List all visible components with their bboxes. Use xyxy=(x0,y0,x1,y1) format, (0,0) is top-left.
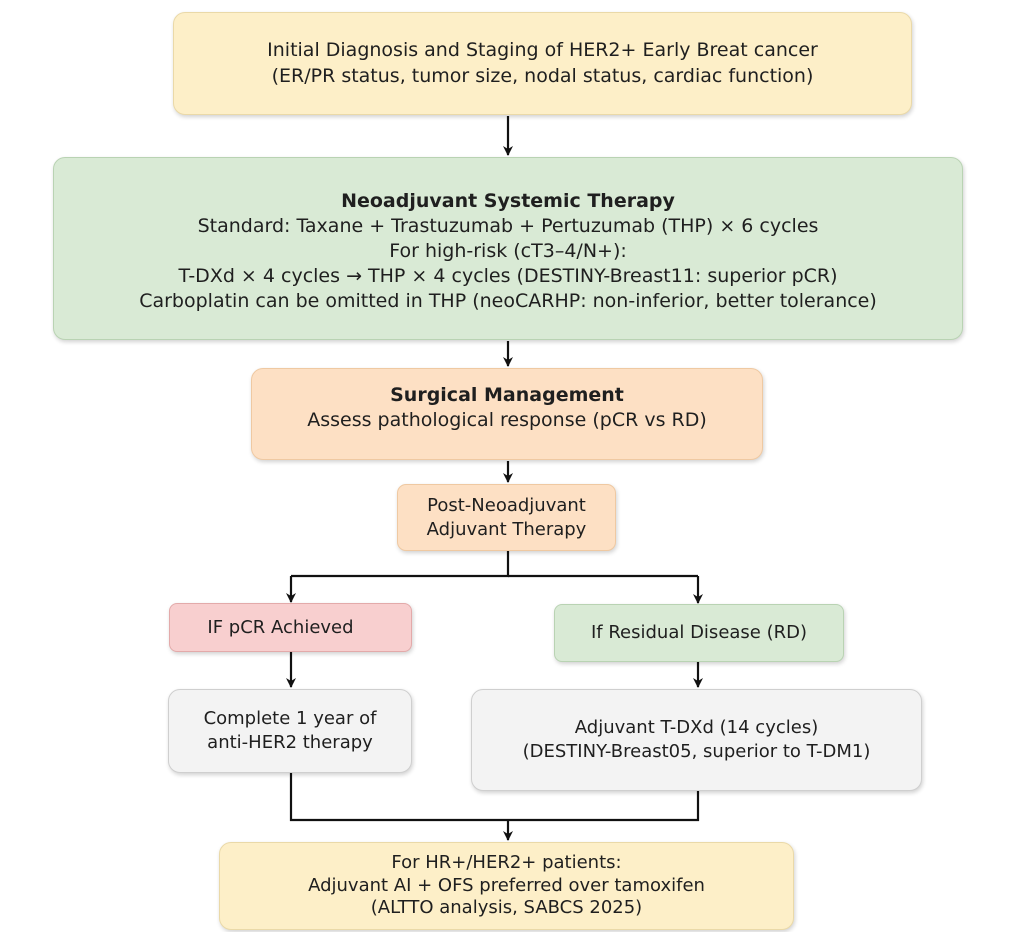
rd-action-line-1: Adjuvant T-DXd (14 cycles) xyxy=(574,717,819,739)
merge-connector xyxy=(289,773,700,822)
neoadjuvant-therapy-box: Neoadjuvant Systemic Therapy Standard: T… xyxy=(53,157,963,340)
neoadjuvant-line-4: Carboplatin can be omitted in THP (neoCA… xyxy=(139,290,877,313)
neoadjuvant-line-1: Standard: Taxane + Trastuzumab + Pertuzu… xyxy=(197,214,819,237)
hr-positive-box: For HR+/HER2+ patients: Adjuvant AI + OF… xyxy=(219,842,794,930)
surgical-management-box: Surgical Management Assess pathological … xyxy=(251,368,763,460)
pcr-action-box: Complete 1 year of anti-HER2 therapy xyxy=(168,689,412,773)
post-neoadjuvant-line-1: Post-Neoadjuvant xyxy=(427,494,586,516)
rd-condition: If Residual Disease (RD) xyxy=(590,622,808,644)
hr-positive-line-2: Adjuvant AI + OFS preferred over tamoxif… xyxy=(308,874,705,896)
surgical-line-1: Assess pathological response (pCR vs RD) xyxy=(307,409,707,432)
neoadjuvant-line-3: T-DXd × 4 cycles → THP × 4 cycles (DESTI… xyxy=(178,265,838,288)
diagnosis-line-1: Initial Diagnosis and Staging of HER2+ E… xyxy=(267,39,818,62)
post-neoadjuvant-line-2: Adjuvant Therapy xyxy=(426,518,587,540)
neoadjuvant-line-2: For high-risk (cT3–4/N+): xyxy=(389,239,627,262)
pcr-achieved-box: IF pCR Achieved xyxy=(169,603,412,652)
diagnosis-box: Initial Diagnosis and Staging of HER2+ E… xyxy=(173,12,912,115)
hr-positive-line-3: (ALTTO analysis, SABCS 2025) xyxy=(370,897,643,919)
neoadjuvant-title: Neoadjuvant Systemic Therapy xyxy=(341,189,675,212)
pcr-action-line-1: Complete 1 year of xyxy=(203,708,377,730)
residual-disease-box: If Residual Disease (RD) xyxy=(554,604,844,662)
pcr-condition: IF pCR Achieved xyxy=(207,616,354,638)
hr-positive-line-1: For HR+/HER2+ patients: xyxy=(391,851,622,873)
post-neoadjuvant-box: Post-Neoadjuvant Adjuvant Therapy xyxy=(397,484,616,551)
surgical-title: Surgical Management xyxy=(390,384,624,406)
rd-action-box: Adjuvant T-DXd (14 cycles) (DESTINY-Brea… xyxy=(471,689,922,791)
diagnosis-line-2: (ER/PR status, tumor size, nodal status,… xyxy=(271,64,814,87)
rd-action-line-2: (DESTINY-Breast05, superior to T-DM1) xyxy=(522,741,871,762)
split-connector xyxy=(291,551,510,578)
pcr-action-line-2: anti-HER2 therapy xyxy=(207,732,373,753)
